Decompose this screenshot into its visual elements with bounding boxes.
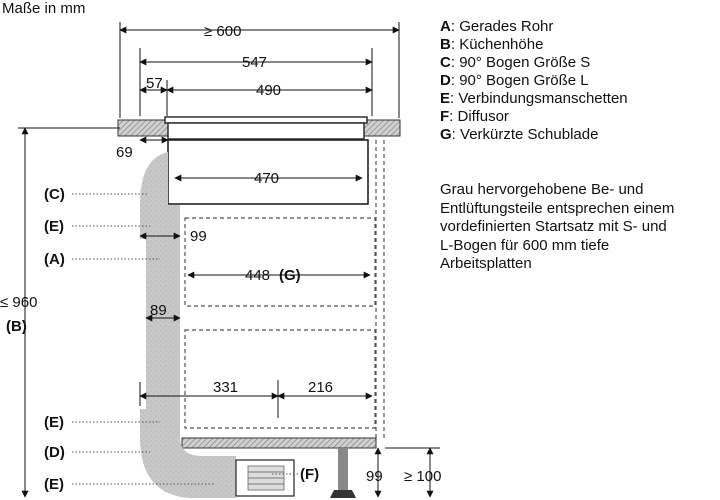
legend-item-d: D: 90° Bogen Größe L (440, 72, 589, 89)
dim-99-bottom: 99 (366, 468, 383, 485)
legend-item-a: A: Gerades Rohr (440, 18, 554, 35)
plinth-foot (338, 448, 348, 490)
dim-100: ≥ 100 (404, 468, 441, 485)
description-line: Entlüftungsteile entsprechen einem (440, 199, 675, 217)
callout-e-middle: (E) (44, 414, 64, 431)
callout-d: (D) (44, 444, 65, 461)
dim-331: 331 (213, 379, 238, 396)
countertop-left (117, 119, 169, 137)
dim-448-g: (G) (279, 267, 301, 284)
cooktop-body (167, 122, 365, 140)
description: Grau hervorgehobene Be- und Entlüftungst… (440, 181, 718, 274)
dim-547: 547 (242, 54, 267, 71)
countertop-right (363, 119, 401, 137)
drawer-lower (184, 329, 376, 429)
duct-sleeve-e1 (140, 205, 180, 239)
dim-960-b: (B) (6, 318, 27, 335)
duct-sleeve-e2 (140, 409, 180, 437)
callout-f: (F) (300, 466, 319, 483)
units-caption: Maße in mm (2, 0, 86, 17)
legend-item-f: F: Diffusor (440, 108, 509, 125)
callout-a: (A) (44, 251, 65, 268)
plinth-plate (181, 437, 377, 449)
legend: A: Gerades Rohr B: Küchenhöhe C: 90° Bog… (440, 18, 715, 144)
dim-470: 470 (254, 170, 279, 187)
duct-bend-d (140, 437, 200, 498)
description-line: vordefinierten Startsatz mit S- und (440, 218, 667, 235)
description-line: L-Bogen für 600 mm tiefe (440, 236, 610, 254)
dim-216: 216 (308, 379, 333, 396)
cooktop-duct-box (167, 139, 369, 205)
dim-448: 448 (245, 267, 270, 284)
duct-sleeve-e3 (200, 456, 236, 498)
callout-e-lower: (E) (44, 476, 64, 493)
legend-item-b: B: Küchenhöhe (440, 36, 544, 53)
dim-99-pipe: 99 (190, 228, 207, 245)
description-line: Arbeitsplatten (440, 255, 532, 272)
legend-item-g: G: Verkürzte Schublade (440, 126, 599, 143)
dim-69: 69 (116, 144, 133, 161)
cooktop-glass (164, 116, 368, 124)
legend-item-c: C: 90° Bogen Größe S (440, 54, 591, 71)
dim-57: 57 (146, 75, 163, 92)
legend-item-e: E: Verbindungsmanschetten (440, 90, 628, 107)
duct-bend-c (140, 152, 168, 205)
dim-600: ≥ 600 (204, 23, 241, 40)
dim-89: 89 (150, 302, 167, 319)
description-line: Grau hervorgehobene Be- und (440, 181, 644, 198)
callout-c: (C) (44, 186, 65, 203)
dim-490: 490 (256, 82, 281, 99)
duct-pipe-a (146, 239, 180, 409)
dim-960: ≤ 960 (0, 294, 37, 311)
drawer-upper (184, 217, 376, 307)
callout-e-upper: (E) (44, 218, 64, 235)
